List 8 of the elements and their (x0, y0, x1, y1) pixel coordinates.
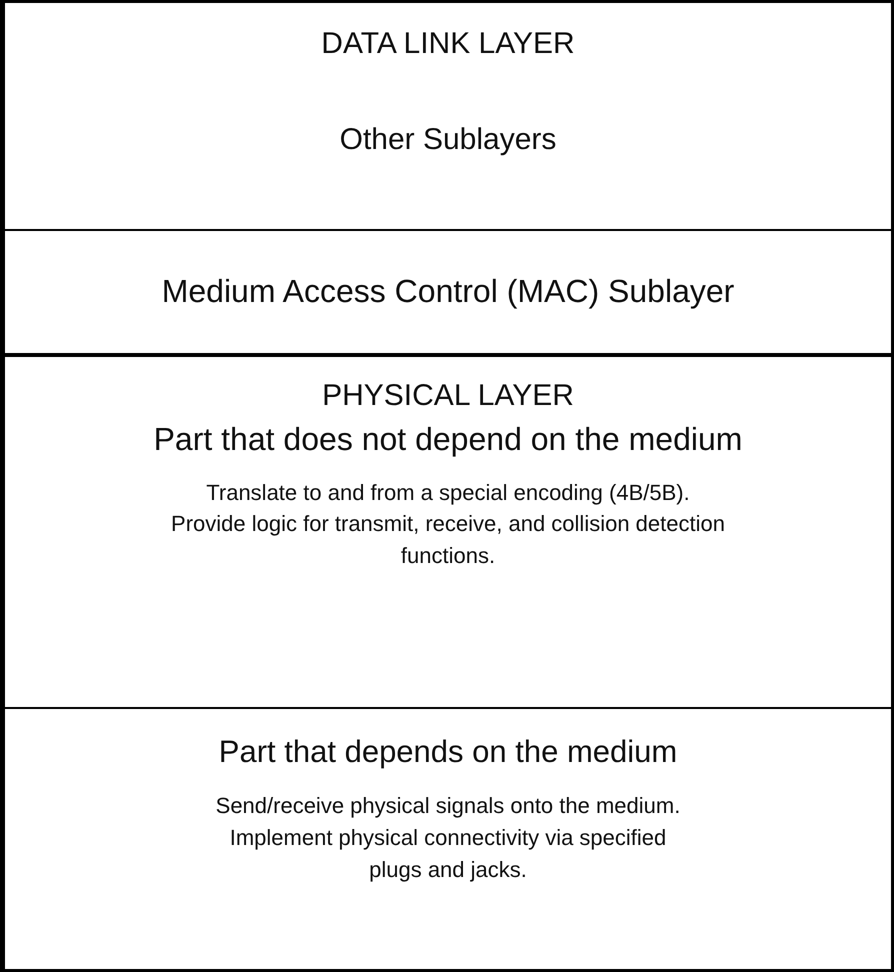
sublayer-label: Part that depends on the medium (218, 733, 678, 771)
layer-title: PHYSICAL LAYER (322, 378, 574, 414)
sublayer-label: Other Sublayers (340, 122, 556, 158)
description-text: Send/receive physical signals onto the medium. Implement physical connectivity via specified plugs and jacks. (214, 792, 682, 884)
description-text: Translate to and from a special encoding (4B/5B). Provide logic for transmit, receive, and collision detection functions. (170, 478, 726, 570)
sublayer-label: Part that does not depend on the medium (154, 420, 742, 458)
sublayer-label: Medium Access Control (MAC) Sublayer (162, 272, 734, 311)
layer-title: DATA LINK LAYER (321, 26, 575, 62)
